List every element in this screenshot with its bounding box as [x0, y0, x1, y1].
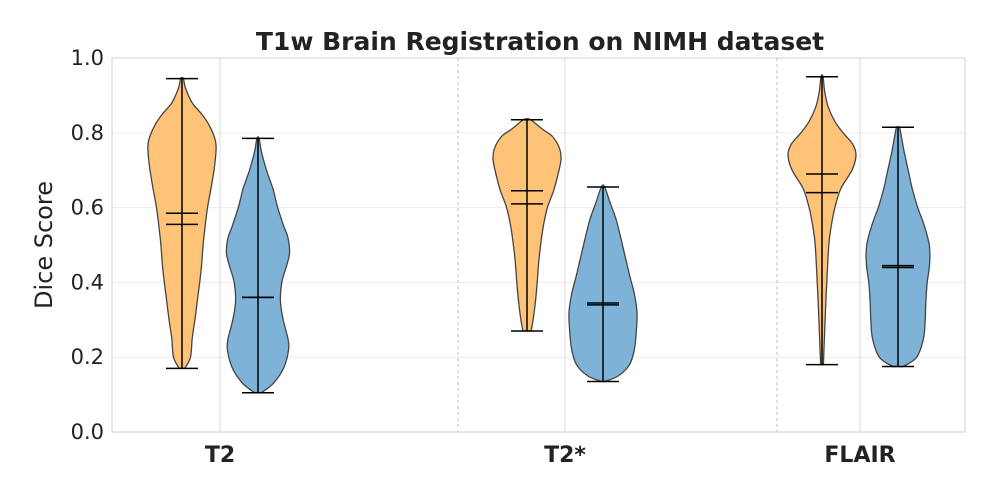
violins: [147, 74, 931, 394]
y-tick-label: 1.0: [71, 46, 104, 70]
y-tick-label: 0.6: [71, 196, 104, 220]
y-tick-label: 0.8: [71, 121, 104, 145]
x-tick-label: T2*: [544, 443, 586, 468]
y-axis-ticks: 0.0 0.2 0.4 0.6 0.8 1.0: [71, 46, 104, 444]
x-tick-label: FLAIR: [824, 443, 895, 468]
y-tick-label: 0.0: [71, 420, 104, 444]
plot-frame: [111, 57, 966, 433]
x-tick-label: T2: [205, 443, 235, 468]
x-axis-ticks: T2 T2* FLAIR: [205, 443, 896, 468]
y-tick-label: 0.2: [71, 345, 104, 369]
y-axis-label: Dice Score: [30, 181, 58, 309]
category-separators: [457, 58, 778, 432]
y-tick-label: 0.4: [71, 270, 104, 294]
chart-title: T1w Brain Registration on NIMH dataset: [256, 27, 824, 56]
